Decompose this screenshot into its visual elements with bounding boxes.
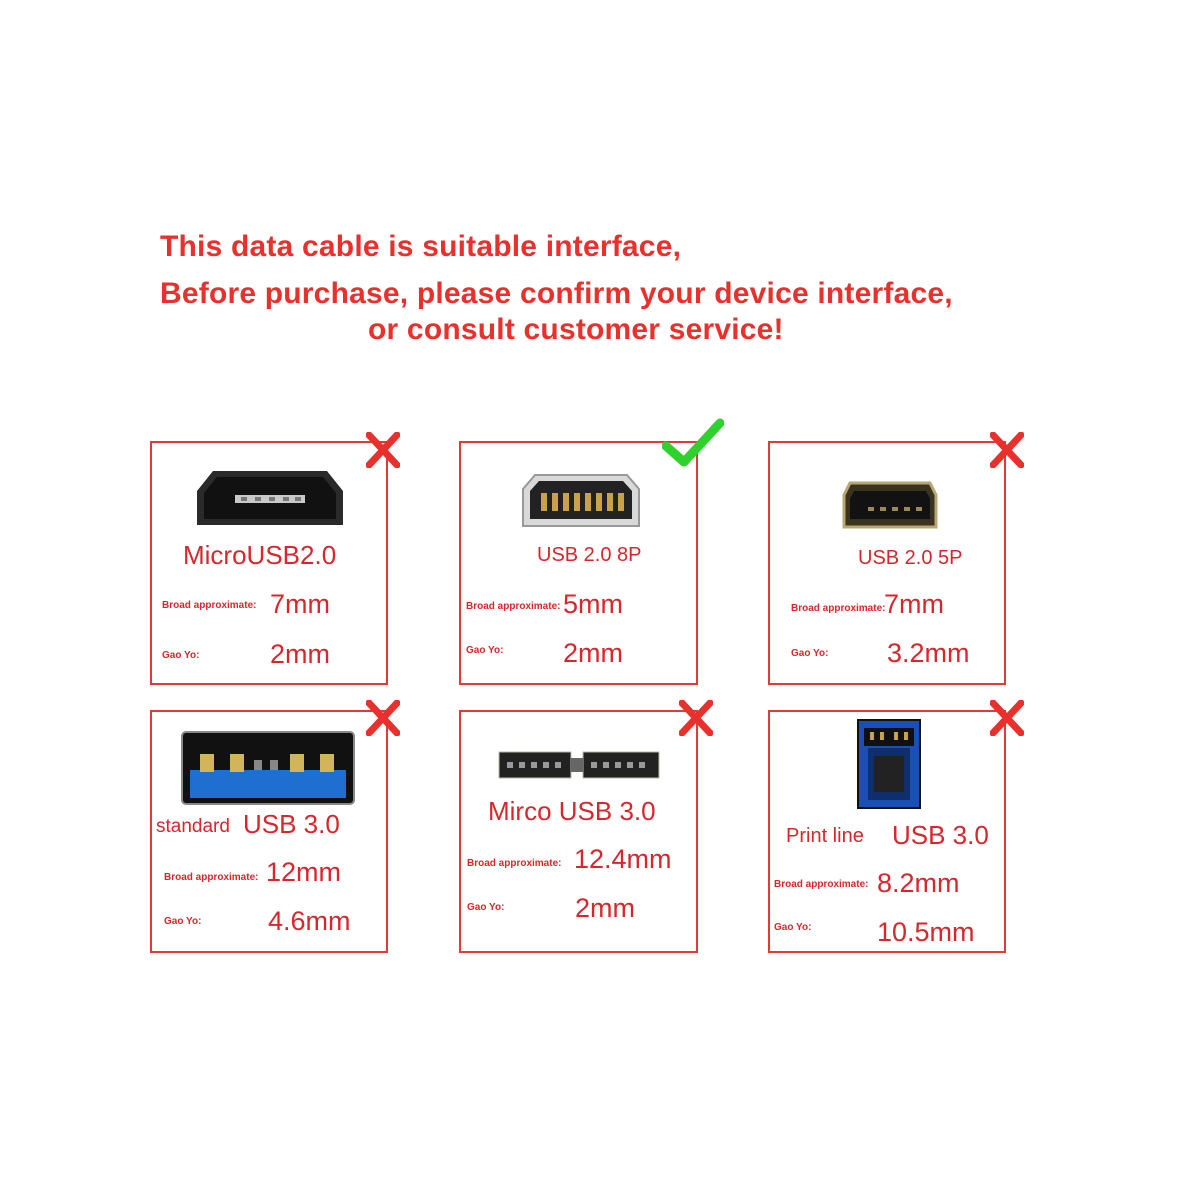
interface-prefix: Print line <box>786 825 864 847</box>
interface-name: MicroUSB2.0 <box>183 540 337 570</box>
interface-card-usb-2-8p: USB 2.0 8P Broad approximate: 5mm Gao Yo… <box>459 441 698 685</box>
cross-icon <box>990 432 1024 468</box>
width-label: Broad approximate: <box>164 872 259 883</box>
check-icon <box>662 418 724 467</box>
interface-card-micro-usb-2: MicroUSB2.0 Broad approximate: 7mm Gao Y… <box>150 441 388 685</box>
interface-card-standard-usb-3: standard USB 3.0 Broad approximate: 12mm… <box>150 710 388 953</box>
height-value: 4.6mm <box>268 906 351 936</box>
width-label: Broad approximate: <box>162 600 257 611</box>
micro-usb-3-connector-icon <box>498 751 660 779</box>
height-label: Gao Yo: <box>791 648 829 659</box>
cross-icon <box>990 700 1024 736</box>
interface-name: USB 3.0 <box>892 820 989 850</box>
width-value: 8.2mm <box>877 868 960 898</box>
usb-2-5p-connector-icon <box>842 481 938 529</box>
interface-prefix: standard <box>156 816 230 837</box>
height-label: Gao Yo: <box>164 916 202 927</box>
interface-card-micro-usb-3: Mirco USB 3.0 Broad approximate: 12.4mm … <box>459 710 698 953</box>
width-value: 7mm <box>270 589 330 619</box>
height-value: 10.5mm <box>877 917 975 947</box>
height-label: Gao Yo: <box>466 645 504 656</box>
heading-line-3: or consult customer service! <box>368 313 784 346</box>
width-value: 5mm <box>563 589 623 619</box>
cross-icon <box>366 700 400 736</box>
micro-usb-2-connector-icon <box>197 471 343 525</box>
height-label: Gao Yo: <box>162 650 200 661</box>
standard-usb-3-connector-icon <box>181 731 355 805</box>
interface-name: Mirco USB 3.0 <box>488 796 656 826</box>
interface-card-usb-2-5p: USB 2.0 5P Broad approximate: 7mm Gao Yo… <box>768 441 1006 685</box>
width-value: 12.4mm <box>574 844 672 874</box>
cross-icon <box>679 700 713 736</box>
height-value: 2mm <box>270 639 330 669</box>
width-value: 12mm <box>266 857 342 887</box>
width-label: Broad approximate: <box>466 601 561 612</box>
height-value: 3.2mm <box>887 638 970 668</box>
width-value: 7mm <box>884 589 944 619</box>
heading-line-2: Before purchase, please confirm your dev… <box>160 277 953 310</box>
width-label: Broad approximate: <box>467 858 562 869</box>
usb-3-type-b-connector-icon <box>857 719 921 809</box>
width-label: Broad approximate: <box>791 603 886 614</box>
width-label: Broad approximate: <box>774 879 869 890</box>
height-value: 2mm <box>563 638 623 668</box>
heading-line-1: This data cable is suitable interface, <box>160 230 682 263</box>
height-value: 2mm <box>575 893 635 923</box>
height-label: Gao Yo: <box>774 922 812 933</box>
interface-name: USB 2.0 5P <box>858 547 963 569</box>
usb-2-8p-connector-icon <box>522 474 640 527</box>
interface-card-usb-3-type-b: Print line USB 3.0 Broad approximate: 8.… <box>768 710 1006 953</box>
cross-icon <box>366 432 400 468</box>
interface-name: USB 2.0 8P <box>537 544 642 566</box>
interface-name: USB 3.0 <box>243 809 340 839</box>
height-label: Gao Yo: <box>467 902 505 913</box>
